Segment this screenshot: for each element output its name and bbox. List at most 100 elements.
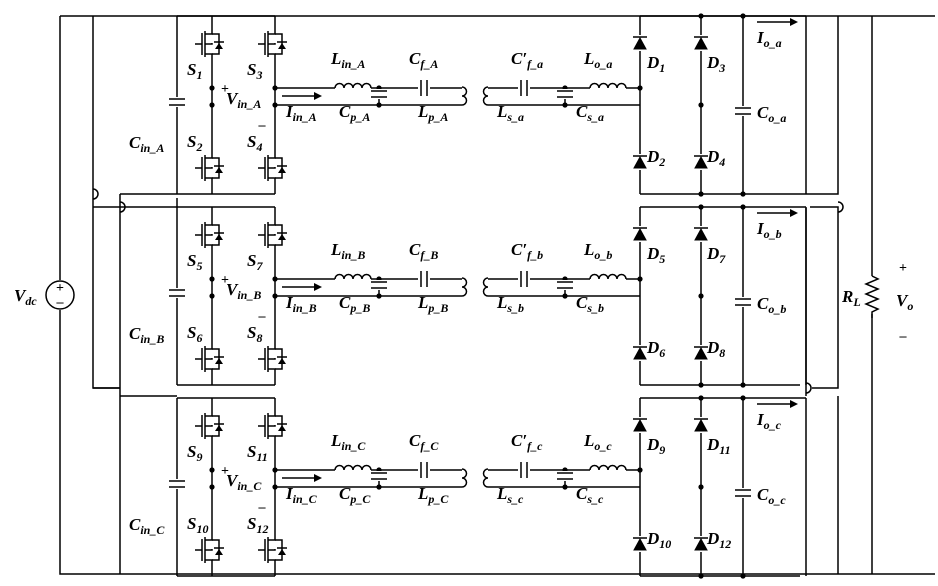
diode-label-2a: D9 <box>646 435 665 457</box>
tank-wire-2 <box>275 469 462 488</box>
diode-label-0a-base: D <box>646 53 659 72</box>
cs-label-2-subscript: s_c <box>586 492 604 506</box>
io-arrow-0-head <box>790 18 798 26</box>
junction-dot <box>376 293 382 299</box>
iin-label-2-subscript: in_C <box>293 492 318 506</box>
switch-2-1-part <box>212 539 220 561</box>
io-label-0-subscript: o_a <box>764 36 782 50</box>
vin-plus-0: + <box>221 82 229 97</box>
diode-label-0d: D4 <box>706 147 725 169</box>
load-label: RL <box>841 287 861 309</box>
co-label-0: Co_a <box>757 103 786 125</box>
cfp-1-gap <box>520 269 528 289</box>
diode-0-3-body <box>694 155 708 169</box>
lin-label-0-base: L <box>330 49 341 68</box>
junction-dot <box>740 382 746 388</box>
junction-dot <box>740 573 746 579</box>
lo-label-1-subscript: o_b <box>594 248 612 262</box>
switch-label-s0c-base: S <box>247 60 256 79</box>
switch-0-1-part <box>212 157 220 179</box>
cs-gap <box>557 280 573 290</box>
junction-dot <box>637 276 643 282</box>
co-label-1-subscript: o_b <box>768 302 786 316</box>
cin-label-1-subscript: in_B <box>140 332 164 346</box>
output-rail <box>800 16 839 574</box>
tank-wire-1 <box>275 278 462 297</box>
diode-label-2d-subscript: 12 <box>719 537 731 551</box>
switch-2-0-part <box>212 415 220 437</box>
cfp-label-0-subscript: f_a <box>527 57 543 71</box>
switch-0-1 <box>195 154 224 182</box>
switch-label-s2c-subscript: 11 <box>256 450 267 464</box>
co-gap <box>735 488 751 498</box>
diode-2-3-body <box>694 537 708 551</box>
switch-1-3 <box>258 345 287 373</box>
switch-0-0-diode <box>215 43 223 49</box>
cp-label-1: Cp_B <box>339 293 370 315</box>
junction-dot <box>740 395 746 401</box>
sec-wire-1 <box>488 278 640 297</box>
cf-label-0: Cf_A <box>409 49 438 71</box>
cf-2-gap <box>420 460 428 480</box>
lp-0 <box>461 86 468 106</box>
cs-label-1: Cs_b <box>576 293 604 315</box>
diode-label-2c: D11 <box>706 435 731 457</box>
lp-label-0-base: L <box>417 102 428 121</box>
cfp-label-0: C′f_a <box>511 49 543 71</box>
vin-label-2-subscript: in_C <box>237 479 262 493</box>
module-link <box>93 193 177 397</box>
cs-label-1-subscript: s_b <box>586 301 604 315</box>
lin-0 <box>334 82 372 89</box>
vin-label-2: Vin_C <box>226 471 262 493</box>
junction-dot <box>740 13 746 19</box>
cf-label-0-base: C <box>409 49 421 68</box>
io-label-0-base: I <box>756 28 765 47</box>
io-label-1-base: I <box>756 219 765 238</box>
io-arrow-2-head <box>790 400 798 408</box>
junction-dot <box>740 191 746 197</box>
lp-label-2: Lp_C <box>417 484 449 506</box>
cp-label-2-subscript: p_C <box>349 492 371 506</box>
diode-1-3-body <box>694 346 708 360</box>
lin-label-1-subscript: in_B <box>341 248 365 262</box>
vout-minus: – <box>899 329 908 344</box>
switch-label-s1c-subscript: 7 <box>256 259 263 273</box>
cfp-0-gap <box>520 78 528 98</box>
cfp-label-2-base: C′ <box>511 431 527 450</box>
diode-1-0-body <box>633 227 647 241</box>
cfp-2-gap <box>520 460 528 480</box>
wire <box>640 88 701 105</box>
switch-2-2-diode <box>278 425 286 431</box>
diode-label-1d-subscript: 8 <box>719 346 725 360</box>
io-label-0: Io_a <box>756 28 782 50</box>
switch-1-0 <box>195 221 224 249</box>
junction-dot <box>209 102 215 108</box>
switch-label-s0d: S4 <box>247 132 262 154</box>
cin-gap <box>169 479 185 489</box>
switch-label-s1a-subscript: 5 <box>196 259 202 273</box>
junction-dot <box>637 85 643 91</box>
cs-label-2: Cs_c <box>576 484 604 506</box>
junction-dot <box>698 13 704 19</box>
junction-dot <box>698 102 704 108</box>
diode-label-0a-subscript: 1 <box>659 61 665 75</box>
cf-label-1-base: C <box>409 240 421 259</box>
io-arrow-1-head <box>790 209 798 217</box>
switch-1-0-diode <box>215 234 223 240</box>
cin-label-0-subscript: in_A <box>140 141 164 155</box>
io-label-2: Io_c <box>756 410 782 432</box>
lp-label-2-subscript: p_C <box>427 492 449 506</box>
switch-0-0-part <box>205 43 213 45</box>
io-label-1-subscript: o_b <box>764 227 782 241</box>
cs-label-0: Cs_a <box>576 102 604 124</box>
diode-label-1b-base: D <box>646 338 659 357</box>
cf-0-gap <box>420 78 428 98</box>
co-label-2-base: C <box>757 485 769 504</box>
switch-0-3-part <box>275 157 283 179</box>
switch-1-1-part <box>212 348 220 370</box>
switch-0-0-part <box>212 33 220 55</box>
lp-1 <box>461 277 468 297</box>
diode-label-2b-base: D <box>646 529 659 548</box>
load-label-subscript: L <box>852 295 860 309</box>
